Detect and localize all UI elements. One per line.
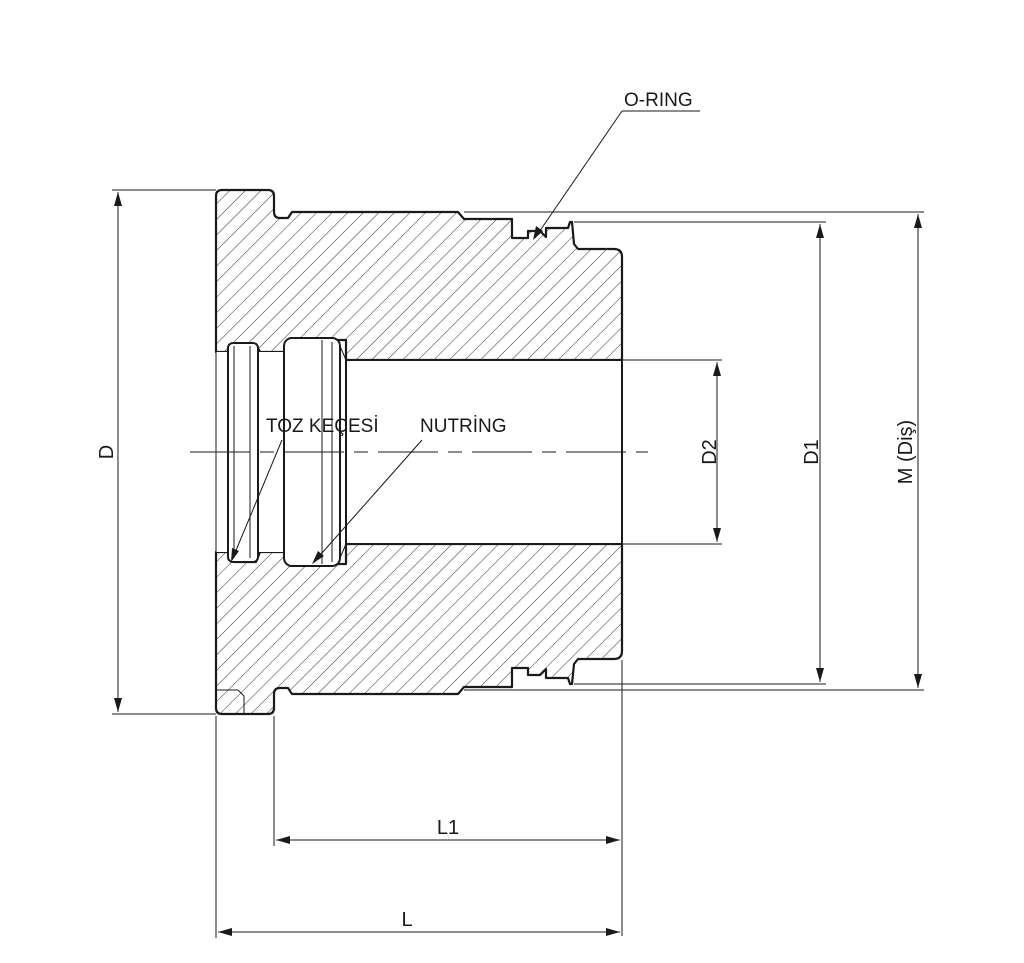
l-arrow-left: [218, 928, 232, 936]
nut-ring-chamfer-top: [339, 345, 347, 361]
m-arrow-top: [914, 214, 922, 228]
o-ring-label: O-RING: [624, 90, 693, 111]
d1-arrow-bottom: [816, 668, 824, 682]
nutring-leader-arrow: [312, 551, 324, 564]
m-label: M (Diş): [895, 420, 917, 484]
nut-ring-chamfer-bottom: [339, 543, 347, 559]
l1-arrow-left: [276, 836, 290, 844]
l-label: L: [401, 909, 412, 931]
d-arrow-bottom: [114, 698, 122, 712]
body-section-upper: [214, 188, 624, 362]
d-arrow-top: [114, 192, 122, 206]
d2-arrow-bottom: [713, 528, 721, 542]
d2-label: D2: [699, 439, 721, 465]
o-ring-leader-line: [534, 110, 623, 239]
d-label: D: [96, 445, 118, 459]
m-arrow-bottom: [914, 674, 922, 688]
body-section-lower: [214, 542, 624, 716]
toz-kecesi-leader-arrow: [231, 548, 239, 562]
d2-arrow-top: [713, 362, 721, 376]
toz-kecesi-label: TOZ KEÇESİ: [266, 416, 379, 437]
toz-kecesi-leader-line: [231, 439, 283, 561]
l-arrow-right: [606, 928, 620, 936]
d1-label: D1: [801, 439, 823, 465]
flange-notch-chamfer: [237, 689, 245, 697]
o-ring-leader-arrow: [533, 226, 543, 240]
nutring-leader-line: [313, 439, 423, 563]
nutring-label: NUTRİNG: [420, 416, 507, 437]
l1-label: L1: [437, 817, 459, 839]
l1-arrow-right: [606, 836, 620, 844]
d1-arrow-top: [816, 224, 824, 238]
